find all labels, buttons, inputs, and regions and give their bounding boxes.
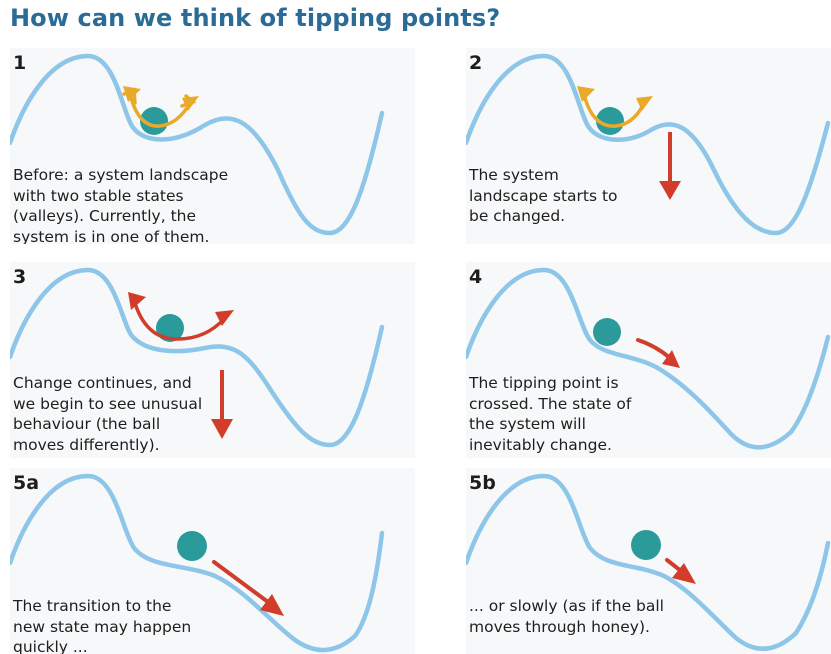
panel-caption: Change continues, and we begin to see un… <box>13 373 202 455</box>
caption-line: moves through honey). <box>469 617 650 636</box>
landscape-curve <box>466 473 831 651</box>
arrowhead <box>182 96 199 111</box>
caption-line: (valleys). Currently, the <box>13 207 197 225</box>
arrowhead <box>215 310 234 326</box>
down-right-arrow-icon <box>665 558 696 584</box>
caption-line: new state may happen <box>13 617 192 636</box>
landscape-diagram <box>10 267 385 448</box>
caption-line: Change continues, and <box>13 374 192 392</box>
arrowhead <box>123 86 141 102</box>
landscape-curve <box>466 53 831 236</box>
down-right-arrow-icon <box>212 560 284 616</box>
ball-icon <box>593 318 621 346</box>
arrowhead <box>577 86 595 102</box>
landscape-curve <box>10 53 385 236</box>
down-arrow-icon <box>659 132 681 200</box>
caption-line: The tipping point is <box>469 374 619 392</box>
caption-line: ... or slowly (as if the ball <box>469 597 664 615</box>
panel-4: 4 The tipping point is crossed. The stat… <box>466 262 831 458</box>
ball-icon <box>631 530 661 560</box>
ball-icon <box>177 531 207 561</box>
caption-line: inevitably change. <box>469 435 612 454</box>
panel-caption: The system landscape starts to be change… <box>469 165 618 227</box>
panel-3: 3 Change continues, and we begin to see … <box>10 262 415 458</box>
panel-caption: The tipping point is crossed. The state … <box>469 373 631 455</box>
caption-line: we begin to see unusual <box>13 394 203 413</box>
double-arrow-icon <box>583 96 646 128</box>
ball-icon <box>596 107 624 135</box>
right-arrow-icon <box>636 338 680 368</box>
panel-caption: Before: a system landscape with two stab… <box>13 165 228 244</box>
caption-line: The transition to the <box>13 597 172 615</box>
panel-number: 4 <box>469 266 483 288</box>
caption-line: crossed. The state of <box>469 394 632 413</box>
caption-line: landscape starts to <box>469 186 618 205</box>
panel-5a: 5a The transition to the new state may h… <box>10 468 415 654</box>
panel-number: 1 <box>13 52 27 74</box>
landscape-curve <box>466 267 831 450</box>
caption-line: system is in one of them. <box>13 227 210 245</box>
landscape-curve <box>10 267 385 448</box>
caption-line: behaviour (the ball <box>13 415 161 433</box>
page-title: How can we think of tipping points? <box>10 4 501 32</box>
panel-5b: 5b ... or slowly (as if the ball moves t… <box>466 468 831 654</box>
double-arrow-icon <box>132 298 227 341</box>
caption-line: Before: a system landscape <box>13 166 229 184</box>
panel-1: 1 Before: a system landscape with two st… <box>10 48 415 244</box>
panel-number: 5b <box>469 472 496 494</box>
landscape-diagram <box>466 267 831 450</box>
panel-number: 2 <box>469 52 483 74</box>
panel-2: 2 The system landscape starts to be chan… <box>466 48 831 244</box>
caption-line: The system <box>469 166 559 184</box>
landscape-diagram <box>10 53 385 236</box>
caption-line: with two stable states <box>13 186 184 205</box>
landscape-diagram <box>10 473 385 653</box>
landscape-diagram <box>466 53 831 236</box>
arrowhead <box>128 292 146 310</box>
landscape-diagram <box>466 473 831 651</box>
caption-line: be changed. <box>469 207 566 225</box>
panel-number: 5a <box>13 472 40 494</box>
caption-line: the system will <box>469 415 586 433</box>
panel-caption: ... or slowly (as if the ball moves thro… <box>469 596 664 637</box>
ball-icon <box>140 107 168 135</box>
caption-line: moves differently). <box>13 435 160 454</box>
panel-caption: The transition to the new state may happ… <box>13 596 191 654</box>
landscape-curve <box>10 473 385 653</box>
panel-number: 3 <box>13 266 27 288</box>
arrowhead <box>636 96 653 111</box>
down-arrow-icon <box>211 370 233 439</box>
caption-line: quickly ... <box>13 638 88 654</box>
